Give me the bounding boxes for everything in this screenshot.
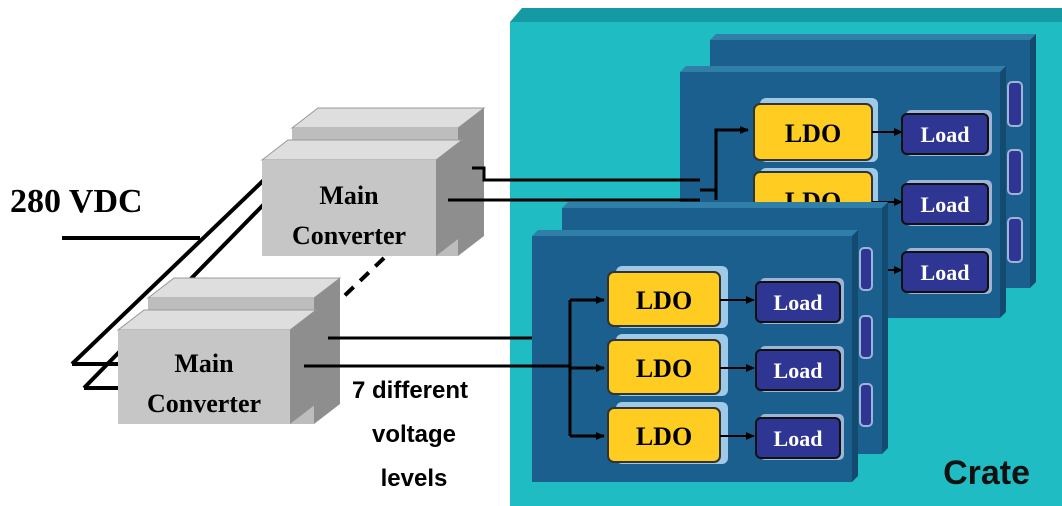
voltage-note-line1: 7 different — [352, 377, 468, 404]
svg-text:Load: Load — [921, 192, 970, 217]
svg-text:Load: Load — [774, 358, 823, 383]
svg-text:LDO: LDO — [785, 119, 841, 148]
load-box-partial — [859, 315, 873, 359]
svg-text:LDO: LDO — [636, 354, 692, 383]
load-box: Load — [901, 251, 989, 293]
svg-text:LDO: LDO — [636, 286, 692, 315]
dashed-connector — [338, 256, 386, 302]
voltage-note-line2: voltage — [372, 421, 456, 448]
converter-label-line1: Main — [319, 181, 379, 210]
ldo-box: LDO — [607, 339, 721, 395]
board-top-face — [710, 34, 1036, 40]
svg-text:Load: Load — [921, 122, 970, 147]
load-box: Load — [901, 113, 989, 155]
ldo-box: LDO — [753, 103, 873, 161]
load-box-partial — [1007, 81, 1023, 127]
voltage-note: 7 different voltage levels — [352, 377, 468, 492]
ldo-box: LDO — [607, 271, 721, 327]
crate-label: Crate — [943, 454, 1030, 492]
converter-front: Main Converter — [116, 309, 318, 424]
input-voltage-label: 280 VDC — [10, 183, 143, 220]
load-box: Load — [755, 281, 841, 323]
board-side-face — [1030, 34, 1036, 288]
svg-text:Load: Load — [921, 260, 970, 285]
load-box-partial — [1007, 217, 1023, 263]
main-converter-upper: Main Converter — [260, 107, 486, 256]
wire — [70, 174, 270, 366]
load-box: Load — [755, 349, 841, 391]
load-box: Load — [755, 417, 841, 459]
wire — [472, 166, 700, 182]
board-top-face — [562, 202, 888, 208]
voltage-note-line3: levels — [381, 465, 448, 492]
converter-front: Main Converter — [260, 139, 464, 256]
converter-label-line2: Converter — [147, 389, 261, 418]
wire — [700, 126, 749, 192]
load-box-partial — [1007, 149, 1023, 195]
converter-label-line1: Main — [174, 349, 234, 378]
output-wires — [304, 166, 700, 368]
board-side-face — [1000, 66, 1006, 318]
svg-text:LDO: LDO — [636, 422, 692, 451]
svg-text:Load: Load — [774, 426, 823, 451]
converter-label-line2: Converter — [292, 221, 406, 250]
load-box: Load — [901, 183, 989, 225]
svg-text:Load: Load — [774, 290, 823, 315]
main-converter-lower: Main Converter — [116, 277, 342, 424]
ldo-box: LDO — [607, 407, 721, 463]
board-top-face — [680, 66, 1006, 72]
board-stack-lower: LDO Load LDO Load LDO — [532, 202, 888, 482]
crate-top-face — [510, 8, 1062, 22]
board-side-face — [852, 230, 858, 482]
load-box-partial — [859, 247, 873, 291]
board-side-face — [882, 202, 888, 454]
load-box-partial — [859, 383, 873, 427]
board-top-face — [532, 230, 858, 236]
board-front-lower: LDO Load LDO Load LDO — [532, 230, 858, 482]
